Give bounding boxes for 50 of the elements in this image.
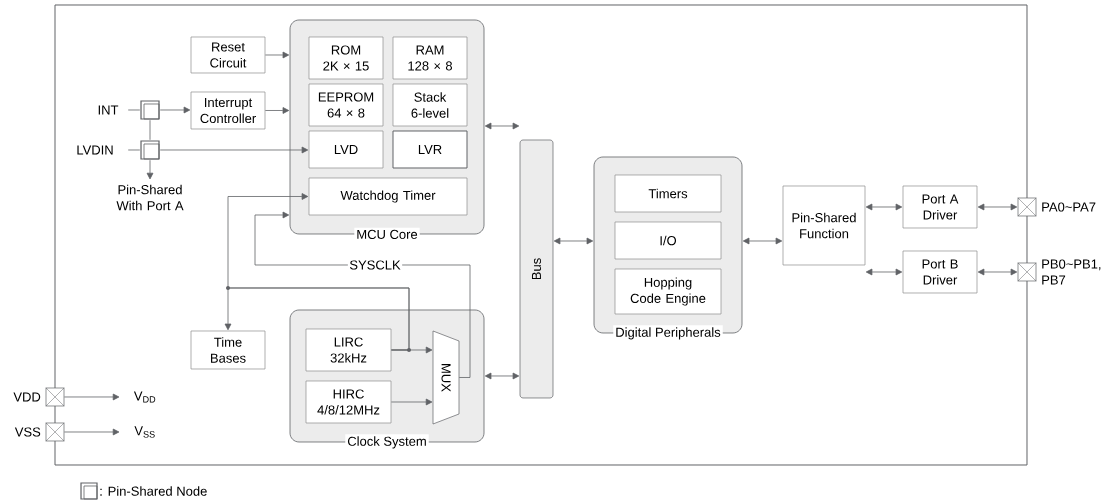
block-box: Port A Driver — [902, 185, 978, 229]
block-box: Stack 6-level — [392, 83, 468, 127]
pin-name: PA0~PA7 — [1042, 202, 1096, 212]
pin-name: VDD — [13, 392, 41, 402]
arrow — [865, 268, 903, 276]
arrow — [227, 193, 410, 351]
arrow — [484, 372, 520, 380]
block-box: Port B Driver — [902, 250, 978, 294]
block-box: Interrupt Controller — [190, 91, 266, 130]
signal-label: V$_{DD}$ — [133, 391, 156, 403]
block-box: Reset Circuit — [190, 36, 266, 74]
bus-bar: Bus — [519, 139, 554, 399]
arrow — [264, 51, 290, 59]
signal-label: INT — [98, 105, 119, 115]
block-box: RAM 128 × 8 — [392, 36, 468, 80]
pin-shared-node-symbol — [140, 140, 160, 160]
block-box: Timers — [614, 174, 722, 213]
pin-name: PB0~PB1, PB7 — [1042, 259, 1101, 285]
arrow — [159, 106, 191, 114]
arrow — [159, 146, 309, 154]
arrow — [390, 398, 433, 406]
block-box: Watchdog Timer — [308, 177, 468, 216]
arrow — [484, 122, 520, 130]
arrow — [553, 237, 594, 245]
block-box: LVR — [392, 130, 468, 169]
pin-shared-node-symbol — [140, 100, 160, 120]
arrow — [264, 107, 290, 114]
block-box: I/O — [614, 221, 722, 260]
signal-label: LVDIN — [77, 145, 113, 155]
block-box: LIRC 32kHz — [305, 328, 392, 372]
arrow — [742, 237, 783, 245]
signal-label: V$_{SS}$ — [134, 426, 155, 438]
block-box: HIRC 4/8/12MHz — [305, 380, 392, 424]
block-box: EEPROM 64 × 8 — [308, 83, 384, 127]
pin-shared-note: Pin-Shared With Port A — [116, 184, 184, 211]
block-box: Time Bases — [190, 330, 266, 370]
arrow — [254, 211, 471, 378]
block-box: LVD — [308, 130, 384, 169]
arrow — [63, 428, 120, 436]
pin-name: VSS — [14, 427, 41, 437]
legend-text: : Pin-Shared Node — [100, 486, 207, 496]
arrow — [63, 393, 120, 401]
edge-label: SYSCLK — [347, 258, 403, 272]
arrow — [146, 159, 154, 180]
block-box: Pin-Shared Function — [782, 185, 866, 266]
arrow — [865, 203, 903, 211]
arrow — [977, 203, 1018, 211]
block-box: Hopping Code Engine — [614, 268, 722, 315]
arrow — [977, 268, 1018, 276]
block-box: ROM 2K × 15 — [308, 36, 384, 80]
